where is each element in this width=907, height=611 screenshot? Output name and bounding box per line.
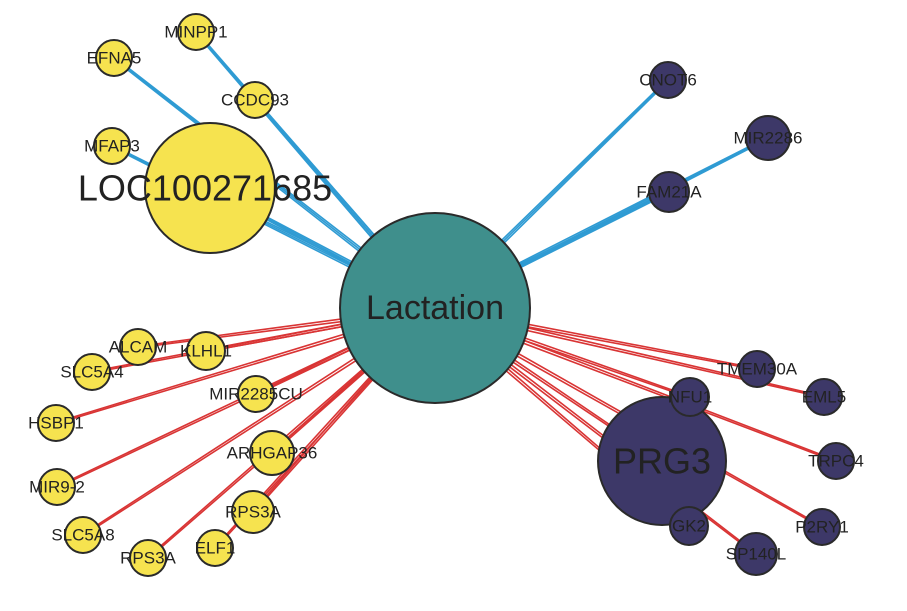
node-efna5[interactable]: EFNA5 [87,39,142,77]
node-circle [803,508,841,546]
node-circle [236,81,274,119]
node-circle [129,539,167,577]
node-circle [597,396,727,526]
node-circle [196,529,234,567]
node-label: EFNA5 [87,49,142,68]
node-label: RPS3A [225,503,281,522]
node-circle [119,328,157,366]
node-label: MIR2285CU [209,385,303,404]
node-tmem30a[interactable]: TMEM30A [717,350,798,388]
node-circle [745,115,791,161]
node-circle [237,375,275,413]
node-label: ARHGAP36 [227,444,318,463]
node-circle [648,171,690,213]
node-label: LOC100271685 [78,168,332,209]
node-label: FAM21A [636,183,702,202]
node-label: KLHL1 [180,342,232,361]
node-mir2286[interactable]: MIR2286 [734,115,803,161]
node-label: MINPP1 [164,23,227,42]
node-circle [231,490,275,534]
node-elf1[interactable]: ELF1 [195,529,236,567]
node-slc5a8[interactable]: SLC5A8 [51,516,115,554]
node-rps3a-1[interactable]: RPS3A [225,490,282,534]
node-label: SLC5A4 [60,363,123,382]
node-mir2285cu[interactable]: MIR2285CU [209,375,303,413]
node-label: HSBP1 [28,414,84,433]
node-circle [734,532,778,576]
node-label: GK2 [672,517,706,536]
node-label: MFAP3 [84,137,140,156]
node-label: RPS3A [120,549,176,568]
node-label: TMEM30A [717,360,798,379]
node-circle [177,13,215,51]
node-cnot6[interactable]: CNOT6 [639,61,697,99]
node-sp140l[interactable]: SP140L [726,532,787,576]
node-circle [73,353,111,391]
node-label: SP140L [726,545,787,564]
node-label: NFU1 [668,388,712,407]
node-rps3a-2[interactable]: RPS3A [120,539,177,577]
node-label: ALCAM [109,338,168,357]
node-slc5a4[interactable]: SLC5A4 [60,353,124,391]
node-mir9-2[interactable]: MIR9-2 [29,468,85,506]
node-label: ELF1 [195,539,236,558]
node-prg3[interactable]: PRG3 [597,396,727,526]
node-label: CNOT6 [639,71,697,90]
node-arhgap36[interactable]: ARHGAP36 [227,430,318,476]
node-fam21a[interactable]: FAM21A [636,171,702,213]
node-label: PRG3 [613,441,711,482]
node-nfu1[interactable]: NFU1 [668,377,712,417]
node-circle [38,468,76,506]
node-hsbp1[interactable]: HSBP1 [28,404,84,442]
node-label: Lactation [366,289,504,327]
node-circle [805,378,843,416]
node-label: TRPC4 [808,452,864,471]
node-circle [64,516,102,554]
node-label: P2RY1 [795,518,849,537]
node-minpp1[interactable]: MINPP1 [164,13,228,51]
node-alcam[interactable]: ALCAM [109,328,168,366]
node-p2ry1[interactable]: P2RY1 [795,508,849,546]
node-label: MIR2286 [734,129,803,148]
node-label: SLC5A8 [51,526,114,545]
node-circle [738,350,776,388]
node-circle [144,122,276,254]
node-circle [249,430,295,476]
node-label: EML5 [802,388,846,407]
node-circle [186,331,226,371]
node-circle [95,39,133,77]
node-label: MIR9-2 [29,478,85,497]
node-circle [649,61,687,99]
node-circle [817,442,855,480]
node-ccdc93[interactable]: CCDC93 [221,81,289,119]
node-mfap3[interactable]: MFAP3 [84,127,140,165]
node-gk2[interactable]: GK2 [669,506,709,546]
node-label: CCDC93 [221,91,289,110]
node-circle [670,377,710,417]
node-klhl1[interactable]: KLHL1 [180,331,232,371]
node-eml5[interactable]: EML5 [802,378,846,416]
node-loc100271685[interactable]: LOC100271685 [78,122,332,254]
node-circle [37,404,75,442]
node-trpc4[interactable]: TRPC4 [808,442,864,480]
node-circle [339,212,531,404]
node-circle [93,127,131,165]
node-lactation[interactable]: Lactation [339,212,531,404]
node-circle [669,506,709,546]
